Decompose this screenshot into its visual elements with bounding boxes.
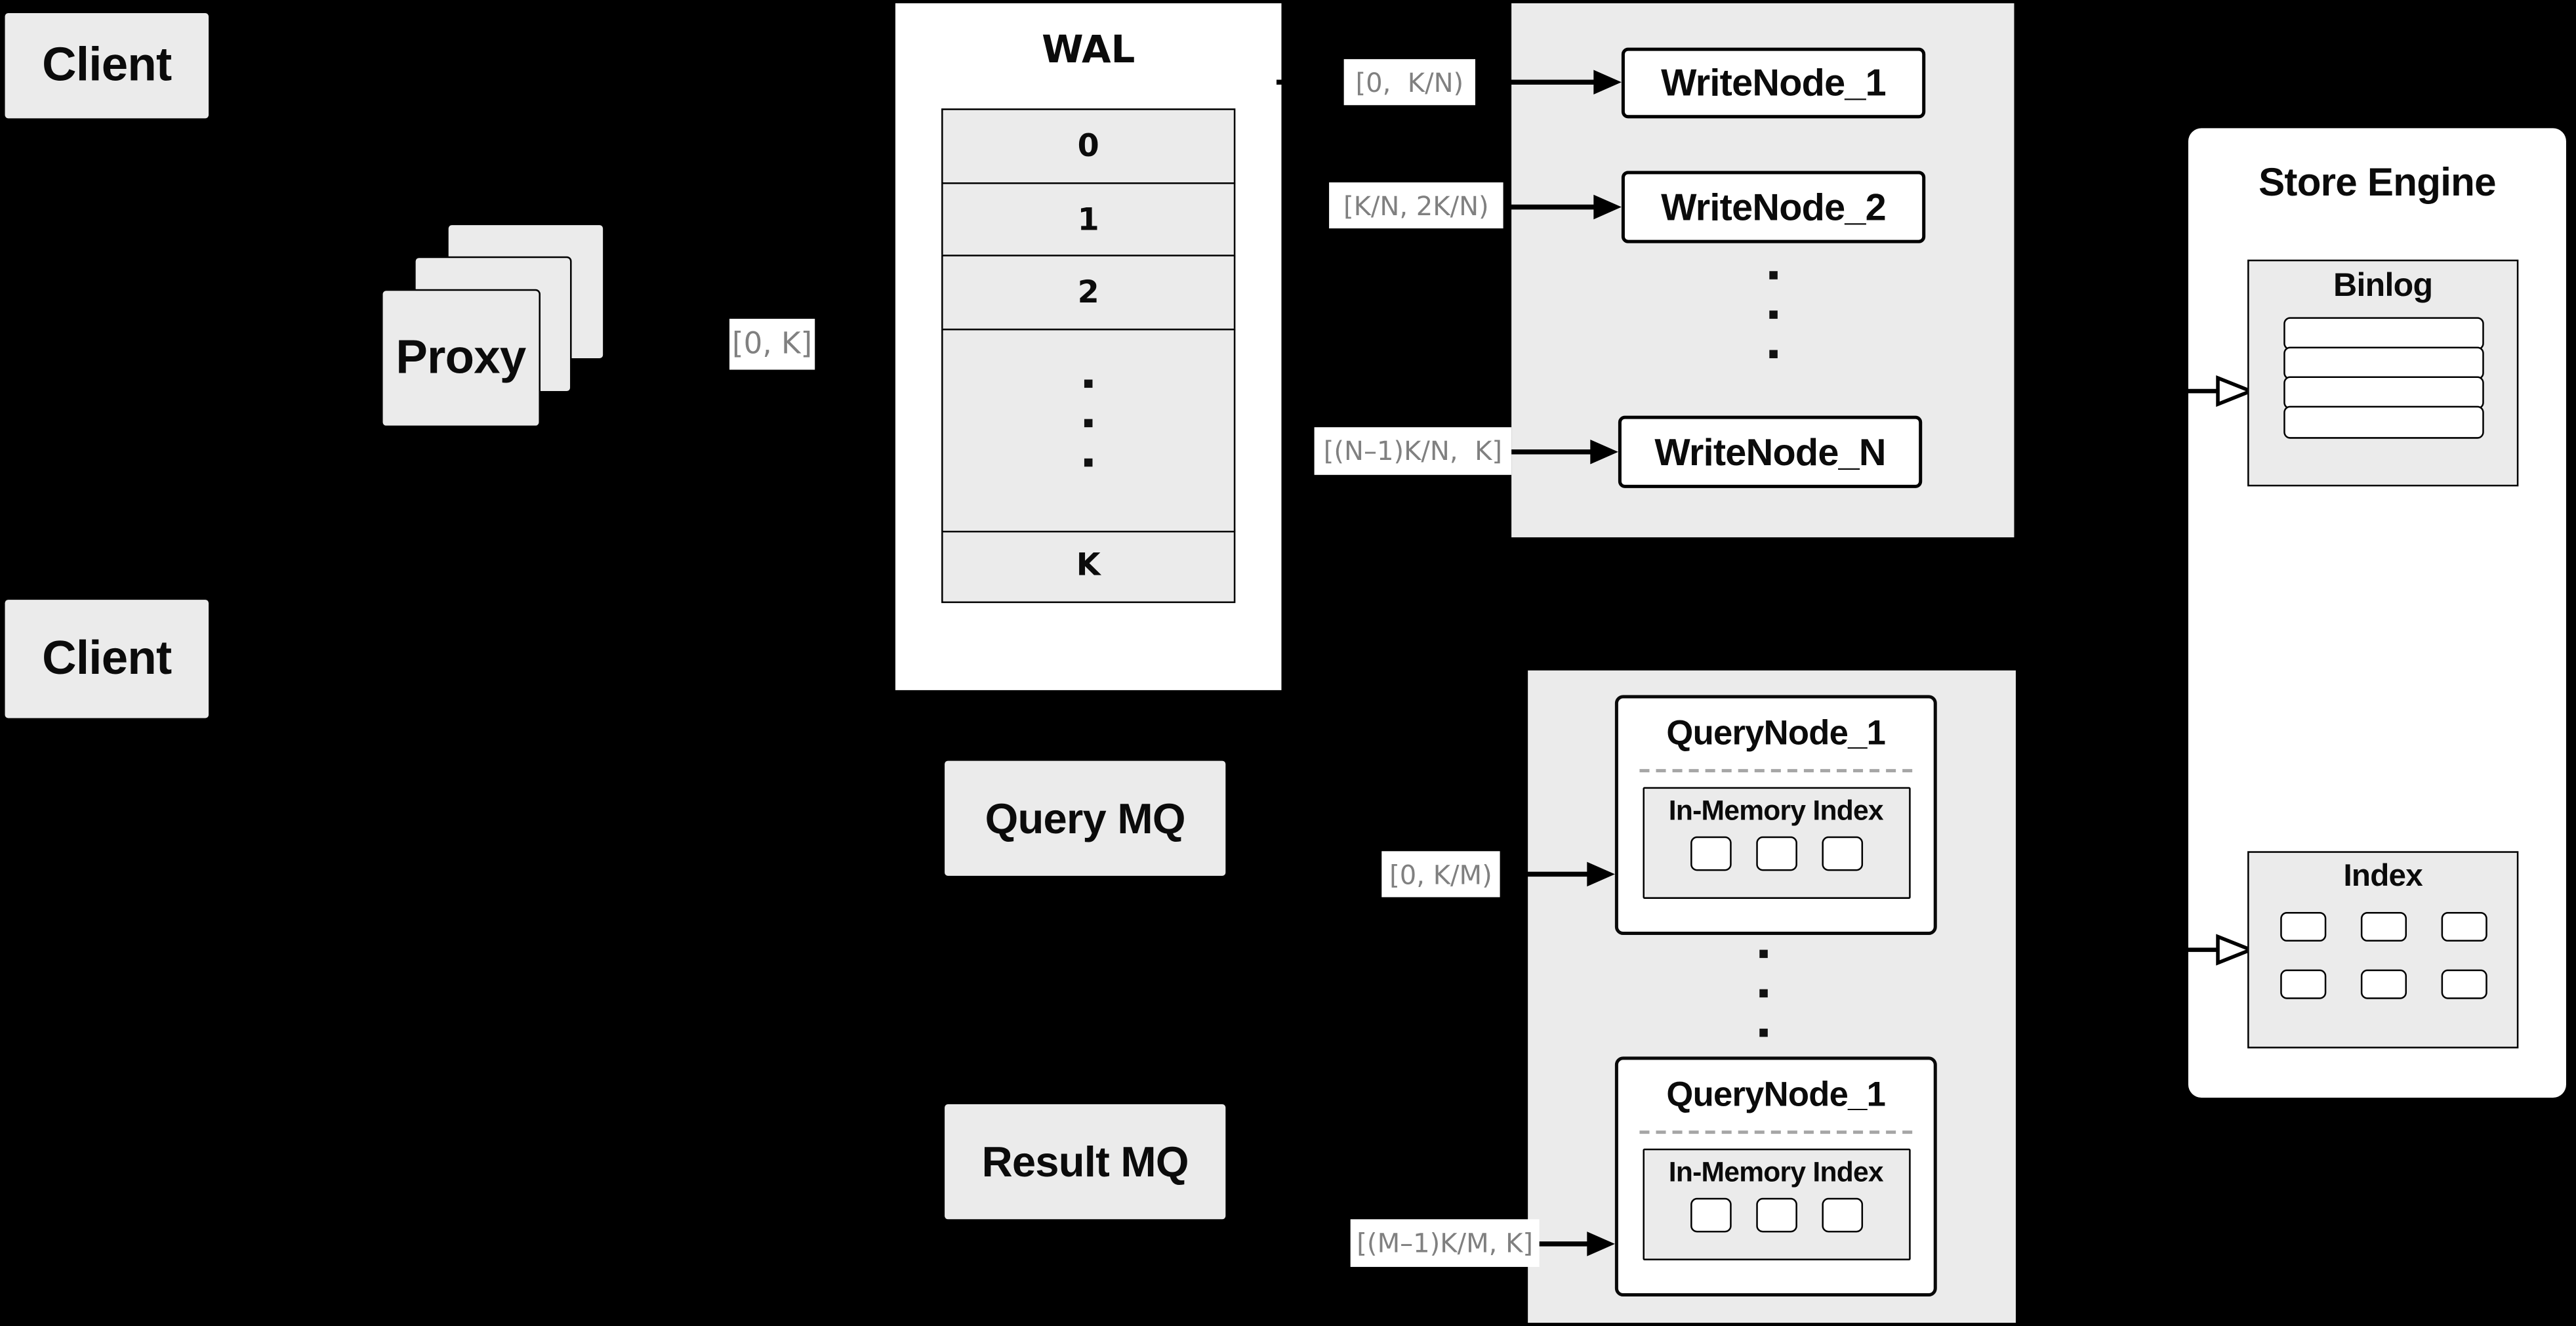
- writenode-2-box: WriteNode_2: [1621, 171, 1926, 243]
- arrow-to-writenode-2: [1505, 194, 1622, 220]
- querynode-2-divider: [1639, 1130, 1913, 1134]
- write-cluster-vertical-ellipsis-icon: [1769, 271, 1777, 358]
- result-mq-box: Result MQ: [945, 1104, 1226, 1220]
- proxy-node-label: Proxy: [396, 331, 526, 384]
- edge-label-wal-to-writenode-n: [(N–1)K/N, K]: [1314, 427, 1512, 475]
- querynode-1-divider: [1639, 769, 1913, 773]
- wal-title: WAL: [1042, 30, 1135, 73]
- writenode-n-box: WriteNode_N: [1618, 415, 1923, 488]
- in-memory-index-1-title: In-Memory Index: [1668, 795, 1884, 827]
- edge-label-client-to-wal: [0, K]: [729, 318, 815, 370]
- edge-label-wal-to-writenode-1: [0, K/N): [1343, 59, 1476, 106]
- arrow-to-writenode-n: [1505, 439, 1618, 465]
- client-node-2: Client: [5, 600, 209, 718]
- writenode-2-label: WriteNode_2: [1661, 184, 1887, 228]
- in-memory-index-box-1: In-Memory Index: [1642, 787, 1910, 899]
- index-cell: [2279, 911, 2326, 942]
- binlog-row: [2282, 318, 2484, 350]
- edge-label-wal-to-writenode-2: [K/N, 2K/N): [1329, 182, 1503, 229]
- querynode-2-title: QueryNode_1: [1666, 1076, 1886, 1115]
- index-cells: [2279, 911, 2487, 999]
- wal-row-2: 2: [941, 255, 1236, 331]
- writenode-1-box: WriteNode_1: [1621, 47, 1926, 119]
- wal-row-k: K: [941, 529, 1236, 604]
- query-mq-box: Query MQ: [945, 760, 1226, 876]
- memory-cell: [1689, 1197, 1731, 1233]
- index-cell: [2360, 969, 2406, 999]
- arrow-to-binlog-open: [2165, 375, 2256, 407]
- wal-panel: WAL 0 1 2 K: [895, 3, 1282, 690]
- index-cell: [2360, 911, 2406, 942]
- index-box: Index: [2247, 851, 2519, 1048]
- edge-label-querymq-to-querynode-1: [0, K/M): [1381, 851, 1500, 898]
- in-memory-index-2-cells: [1644, 1197, 1908, 1233]
- writenode-n-label: WriteNode_N: [1654, 429, 1886, 473]
- binlog-title: Binlog: [2333, 268, 2433, 304]
- edge-label-resultmq-to-querynode-m: [(M–1)K/M, K]: [1350, 1219, 1540, 1267]
- binlog-row: [2282, 347, 2484, 380]
- in-memory-index-box-2: In-Memory Index: [1642, 1148, 1910, 1260]
- proxy-node: Proxy: [381, 289, 541, 428]
- index-title: Index: [2343, 859, 2423, 894]
- memory-cell: [1755, 1197, 1797, 1233]
- store-engine-title: Store Engine: [2259, 161, 2496, 206]
- querynode-1-title: QueryNode_1: [1666, 715, 1886, 753]
- index-cell: [2279, 969, 2326, 999]
- binlog-box: Binlog: [2247, 259, 2519, 487]
- binlog-row: [2282, 405, 2484, 438]
- memory-cell: [1821, 1197, 1862, 1233]
- memory-cell: [1821, 836, 1862, 871]
- querynode-box-1: QueryNode_1 In-Memory Index: [1614, 695, 1937, 936]
- query-cluster-vertical-ellipsis-icon: [1759, 949, 1767, 1037]
- arrow-to-index-open: [2165, 934, 2256, 966]
- binlog-rows: [2282, 318, 2484, 438]
- in-memory-index-2-title: In-Memory Index: [1668, 1157, 1884, 1188]
- index-cell: [2440, 911, 2487, 942]
- query-mq-label: Query MQ: [985, 793, 1186, 842]
- index-cell: [2440, 969, 2487, 999]
- vertical-ellipsis-icon: [943, 379, 1234, 466]
- in-memory-index-1-cells: [1644, 836, 1908, 871]
- client-node-1: Client: [5, 13, 209, 119]
- writenode-1-label: WriteNode_1: [1661, 60, 1887, 104]
- wal-row-ellipsis: [941, 327, 1236, 532]
- wal-table: 0 1 2 K: [941, 109, 1236, 604]
- memory-cell: [1755, 836, 1797, 871]
- memory-cell: [1689, 836, 1731, 871]
- querynode-box-2: QueryNode_1 In-Memory Index: [1614, 1056, 1937, 1297]
- client-node-1-label: Client: [42, 38, 172, 91]
- binlog-row: [2282, 377, 2484, 409]
- result-mq-label: Result MQ: [981, 1136, 1189, 1186]
- client-node-2-label: Client: [42, 631, 172, 685]
